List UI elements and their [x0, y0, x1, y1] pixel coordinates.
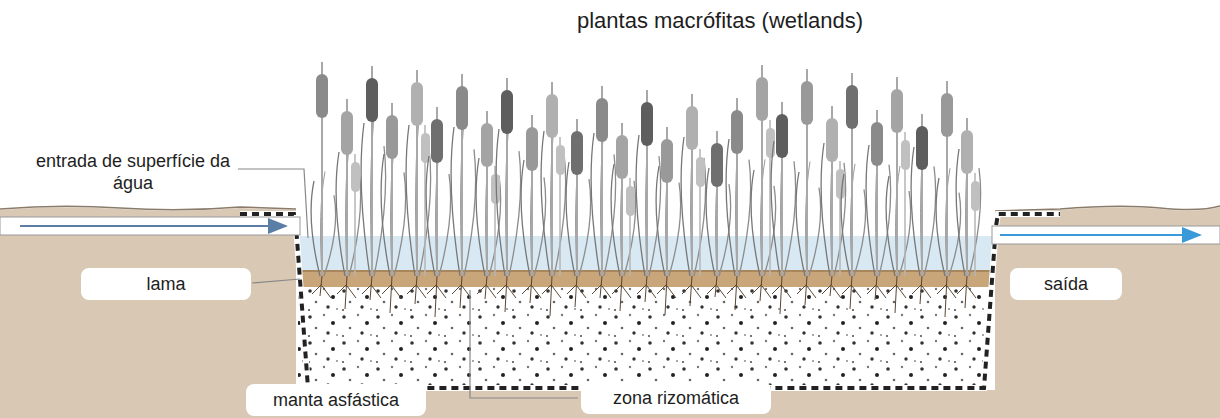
label-box: zona rizomática — [581, 382, 771, 414]
inlet-pipe — [0, 217, 300, 235]
leader-line — [252, 279, 300, 283]
callout-label: entrada de superfície da água — [28, 150, 238, 194]
label-text: zona rizomática — [595, 387, 757, 409]
gravel-bed — [298, 286, 988, 386]
label-box: lama — [81, 268, 251, 300]
label-box: saída — [1010, 268, 1122, 300]
outlet-pipe — [992, 226, 1220, 244]
leader-line — [238, 169, 308, 238]
macrophyte-plants — [311, 62, 981, 276]
roots — [312, 276, 976, 317]
label-text: saída — [1024, 273, 1108, 295]
label-box: manta asfástica — [246, 384, 426, 416]
diagram-title: plantas macrófitas (wetlands) — [577, 8, 863, 34]
leader-line — [470, 290, 578, 398]
liner — [240, 214, 1060, 388]
label-text: manta asfástica — [260, 389, 412, 411]
label-text: lama — [95, 273, 237, 295]
